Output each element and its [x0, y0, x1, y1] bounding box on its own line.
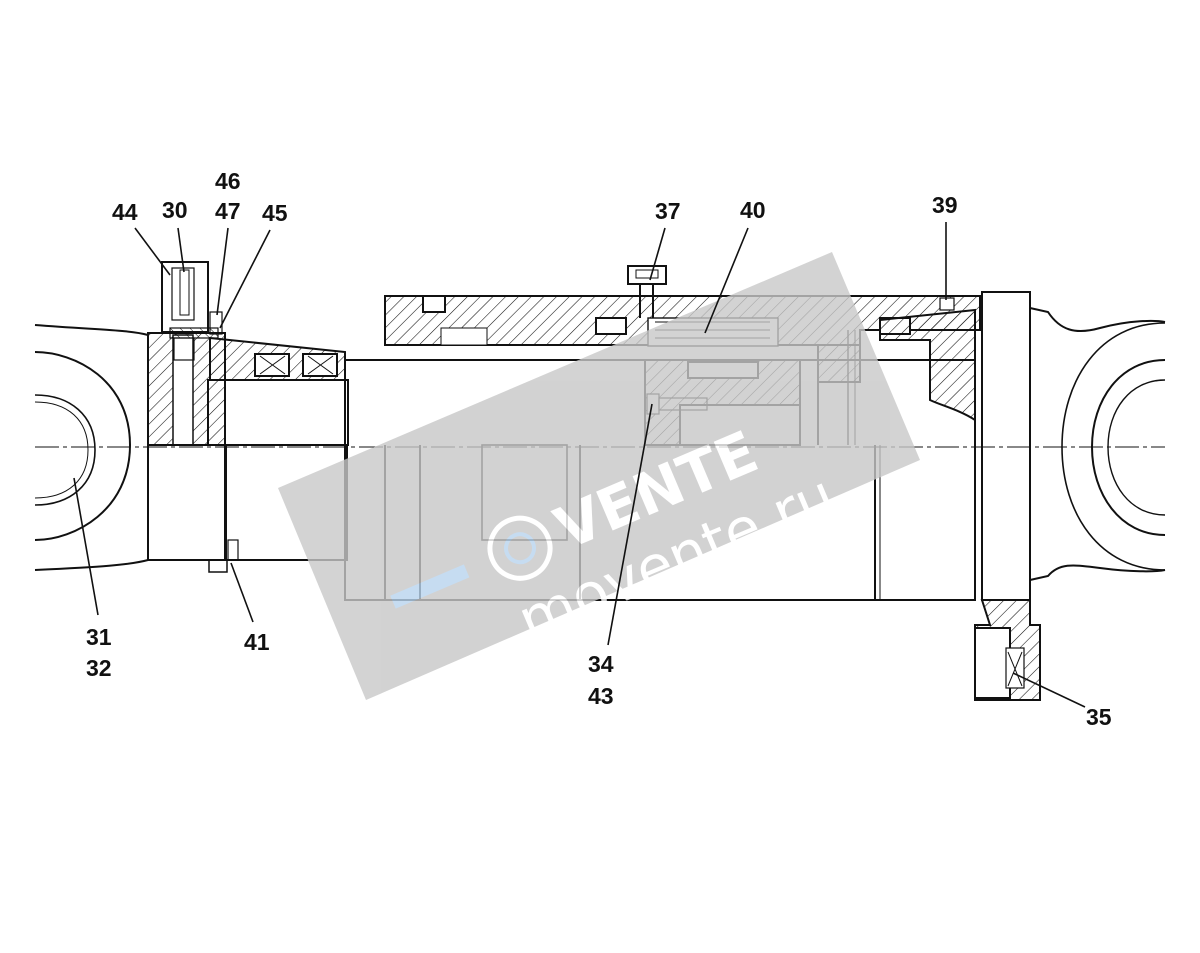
callout-32: 32	[86, 655, 112, 681]
callout-46: 46	[215, 168, 241, 194]
callout-40: 40	[740, 197, 766, 223]
callout-30: 30	[162, 197, 188, 223]
callout-37: 37	[655, 198, 681, 224]
callouts: 44 30 46 47 45 37 40 39 31 32 41 34 43 3…	[86, 168, 1112, 730]
callout-43: 43	[588, 683, 614, 709]
top-fitting	[627, 265, 667, 318]
left-eye-bore	[34, 394, 96, 506]
bottom-right-fitting	[974, 599, 1041, 701]
callout-35: 35	[1086, 704, 1112, 730]
right-end-cap	[879, 297, 976, 422]
callout-31: 31	[86, 624, 112, 650]
watermark-logo-icon	[390, 515, 553, 609]
callout-47: 47	[215, 198, 241, 224]
gland-left	[207, 336, 349, 446]
right-flange	[981, 291, 1166, 601]
leader-lines	[73, 222, 1086, 708]
callout-34: 34	[588, 651, 614, 677]
callout-44: 44	[112, 199, 138, 225]
callout-45: 45	[262, 200, 288, 226]
callout-39: 39	[932, 192, 958, 218]
callout-41: 41	[244, 629, 270, 655]
